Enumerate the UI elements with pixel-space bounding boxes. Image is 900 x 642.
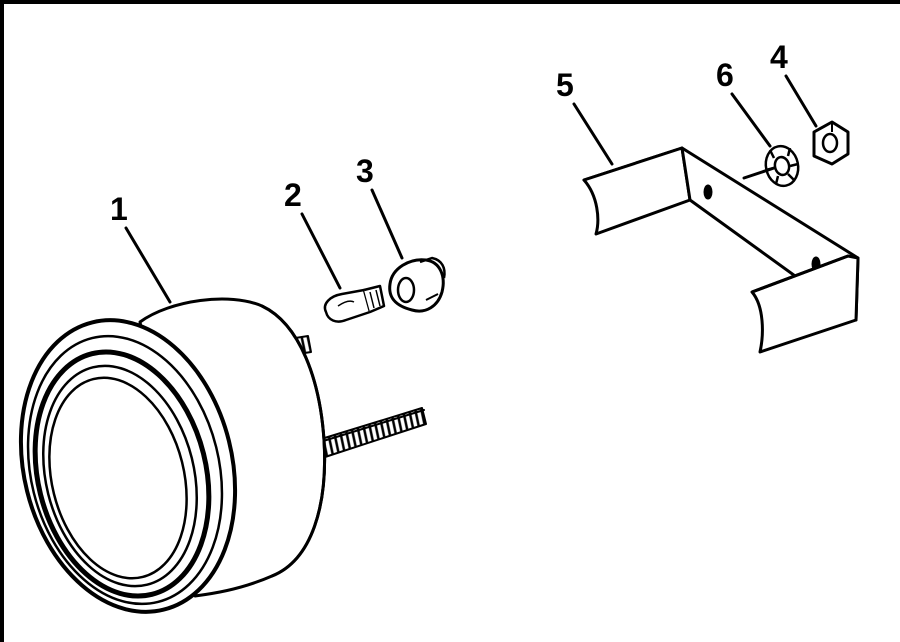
callout-2: 2	[284, 177, 302, 213]
gauge-face	[48, 376, 188, 580]
leader-line-washer-bolt	[742, 166, 776, 180]
leader-line-1	[124, 226, 172, 304]
gauge-stud-lower	[317, 407, 427, 459]
nut	[812, 120, 850, 166]
leader-line-5	[572, 102, 614, 166]
callout-5: 5	[556, 67, 574, 103]
socket	[388, 256, 446, 313]
leader-lines	[124, 74, 818, 304]
callout-6: 6	[716, 57, 734, 93]
leader-line-2	[300, 212, 342, 290]
leader-line-3	[370, 188, 404, 260]
leader-line-4	[784, 74, 818, 128]
callout-3: 3	[356, 153, 374, 189]
callout-1: 1	[110, 191, 128, 227]
callout-4: 4	[770, 39, 788, 75]
callout-labels: 1 2 3 5 6 4	[110, 39, 788, 227]
leader-line-6	[730, 92, 772, 148]
gauge-assembly	[18, 297, 427, 614]
bulb	[323, 284, 386, 323]
bracket	[582, 146, 860, 354]
washer	[764, 144, 800, 188]
